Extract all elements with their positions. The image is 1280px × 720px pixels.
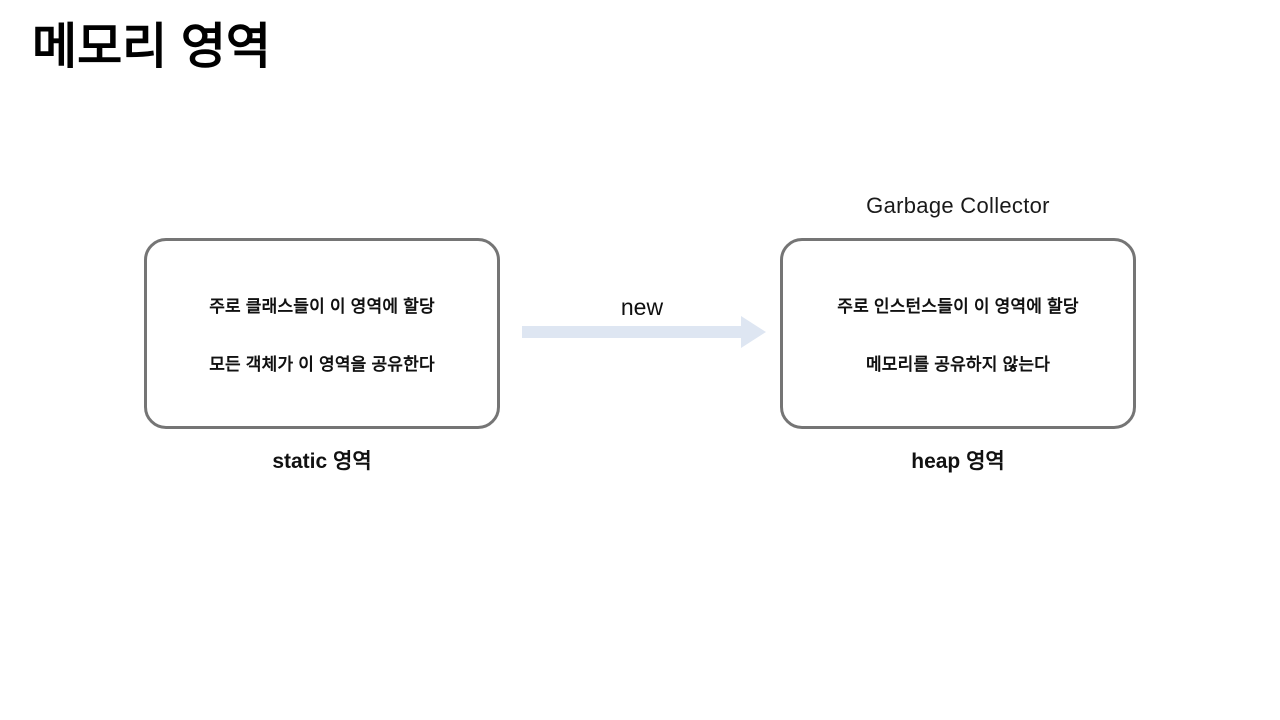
garbage-collector-label: Garbage Collector [866,193,1050,218]
heap-memory-box: 주로 인스턴스들이 이 영역에 할당 메모리를 공유하지 않는다 [780,238,1136,429]
page-title: 메모리 영역 [32,20,272,74]
static-box-caption: static 영역 [272,450,372,473]
arrow-label-new: new [620,294,664,320]
heap-box-line-2: 메모리를 공유하지 않는다 [865,355,1051,374]
static-box-line-1: 주로 클래스들이 이 영역에 할당 [209,297,435,316]
static-memory-box: 주로 클래스들이 이 영역에 할당 모든 객체가 이 영역을 공유한다 [144,238,500,429]
heap-box-line-1: 주로 인스턴스들이 이 영역에 할당 [837,297,1079,316]
heap-box-caption: heap 영역 [911,450,1005,473]
block-arrow-right-icon [522,316,766,348]
static-box-line-2: 모든 객체가 이 영역을 공유한다 [209,355,435,374]
